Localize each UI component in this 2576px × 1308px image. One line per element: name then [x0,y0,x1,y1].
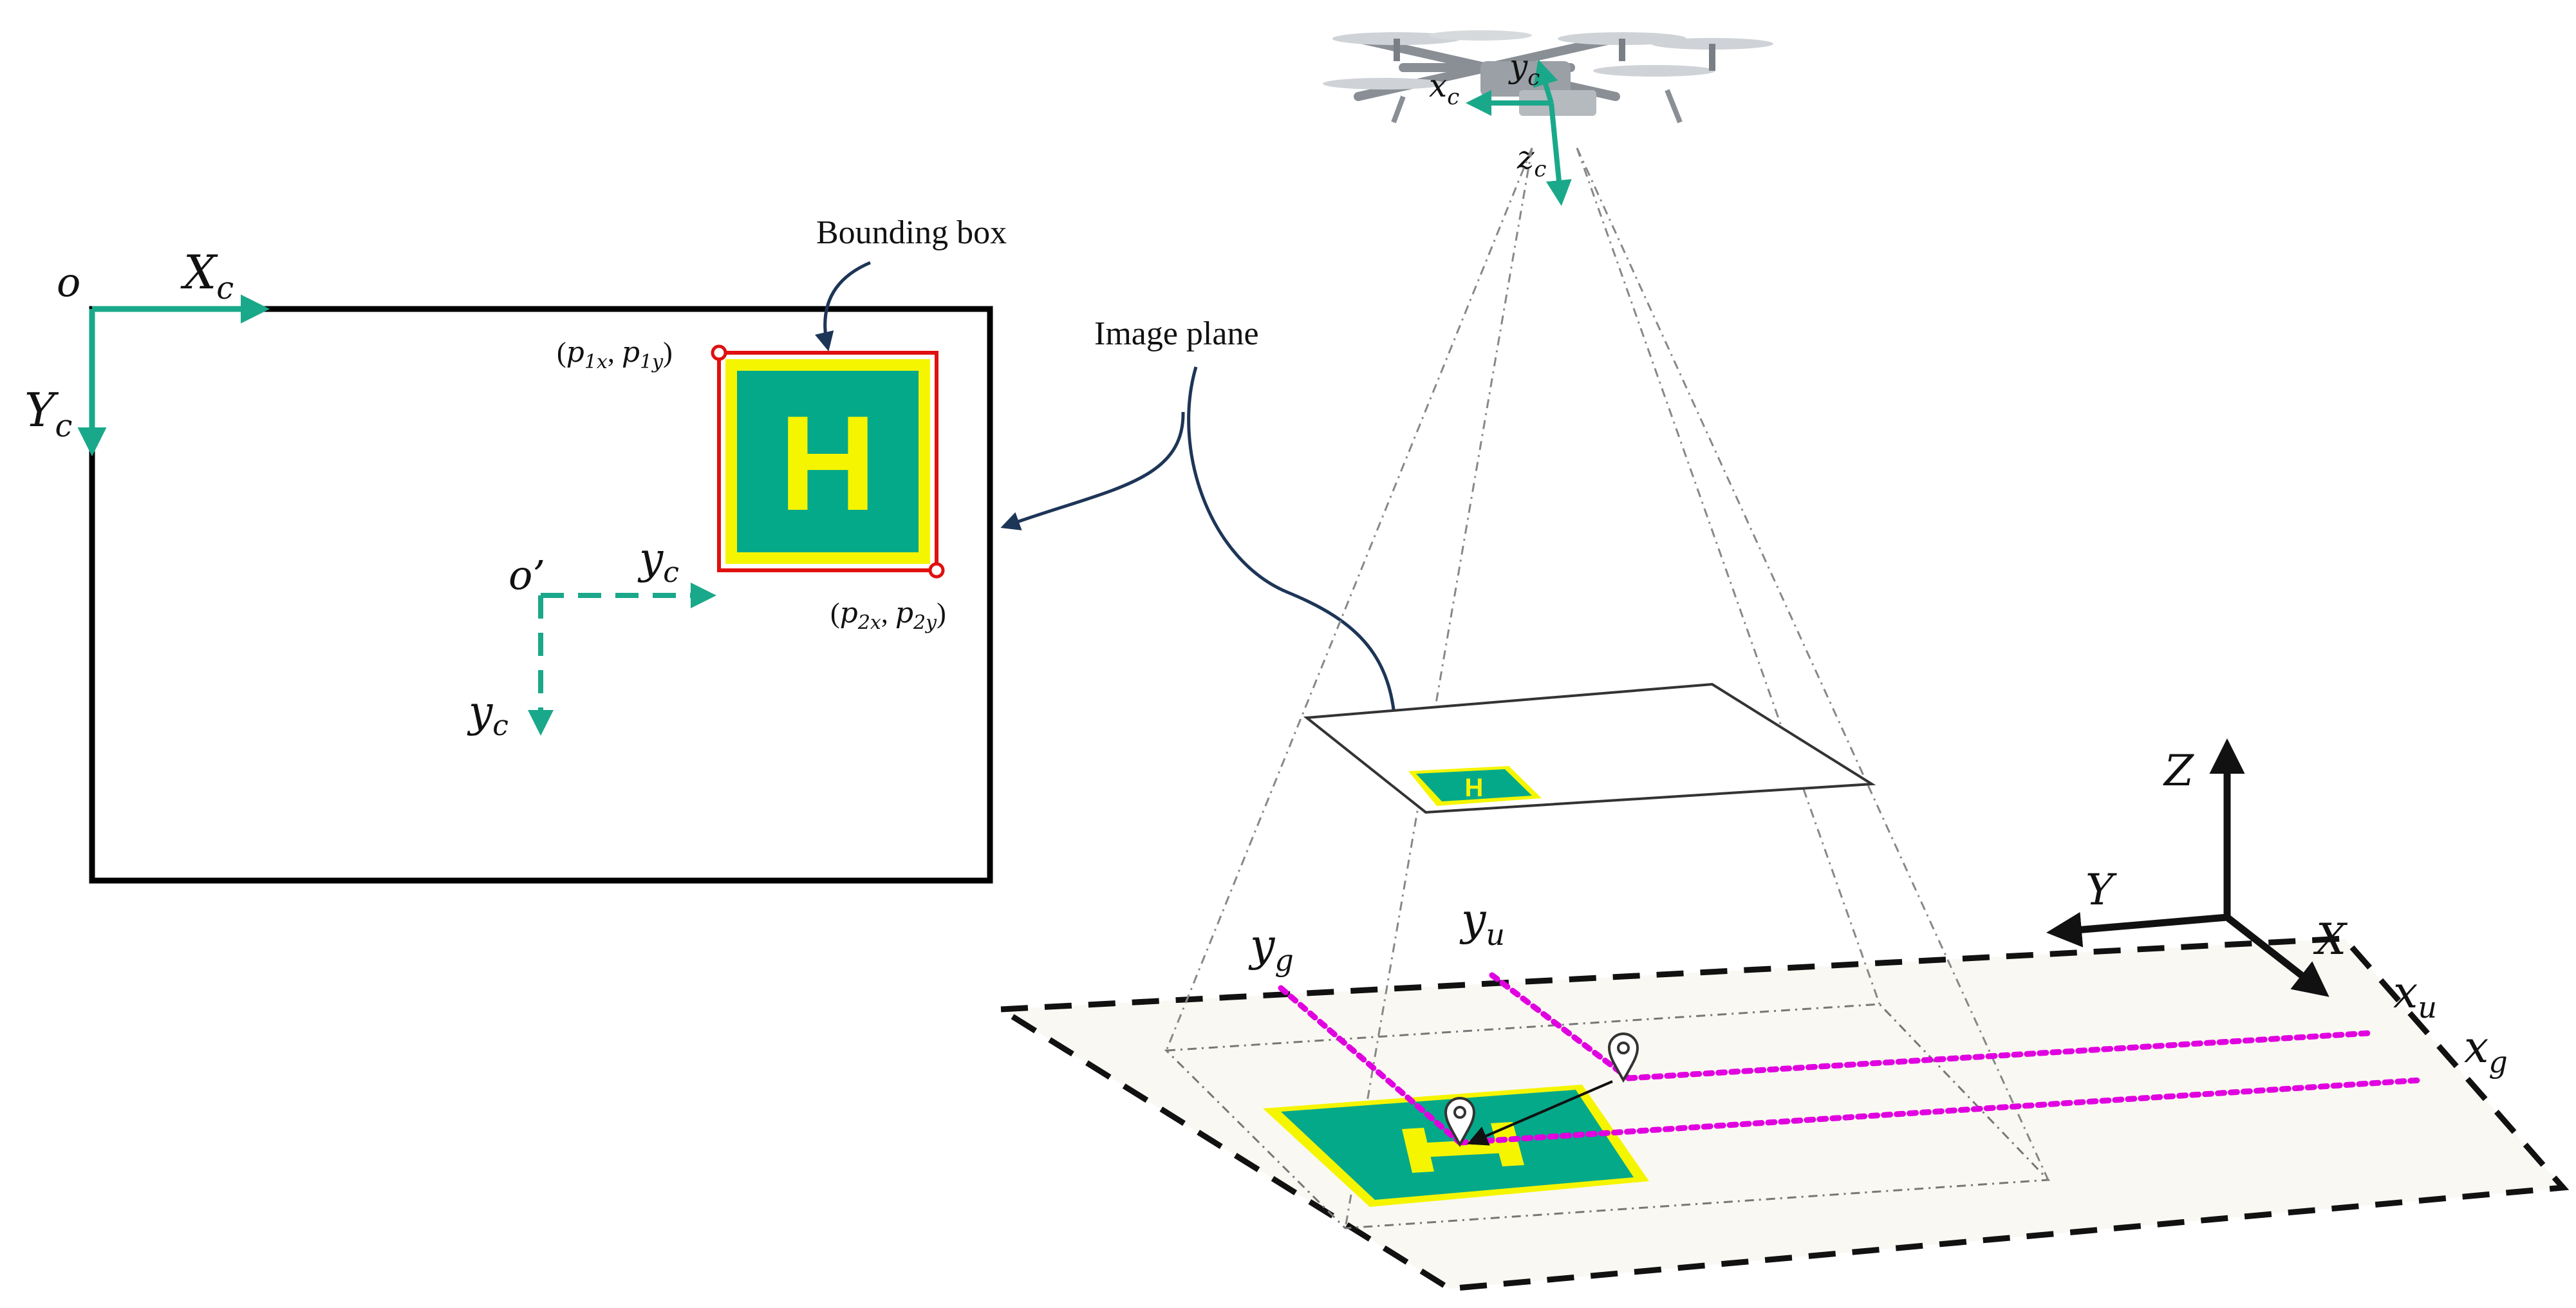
yg-label: yg [1248,920,1294,978]
Xc-label: Xc [180,245,234,306]
xg-label: xg [2464,1022,2508,1079]
world-X-arrow [2225,914,2329,997]
drone-icon [1323,30,1773,124]
image-frame-panel: o Xc Yc o’ yc yc H (p1x, p1y) (p2x, p2y)… [24,214,1007,884]
yu-label: yu [1459,895,1505,952]
corner-1-label: (p1x, p1y) [557,336,673,373]
image-plane-label: Image plane [1094,315,1259,352]
ground-plane [991,935,2570,1292]
xu-label: xu [2393,967,2437,1025]
origin-o-label: o [57,259,80,306]
camera-xc-label: xc [1429,67,1459,110]
helipad-letter: H [779,388,877,539]
camera-zc-arrow [1545,102,1572,206]
camera-yc-arrow [1533,59,1558,104]
bounding-box-label: Bounding box [816,214,1007,251]
center-yc-vertical-label: yc [467,687,509,742]
helipad-square [737,371,919,552]
image-plane-helipad-letter: H [1465,774,1484,802]
corner-2-label: (p2x, p2y) [830,597,946,634]
bounding-box-pointer [815,261,871,351]
camera-yc-label: yc [1508,48,1540,91]
center-yc-horizontal-label: yc [637,534,679,589]
corner-point-2 [928,562,945,579]
Yc-label: Yc [24,383,72,444]
location-pin-icon [1444,1097,1476,1148]
camera-zc-label: zc [1517,139,1546,182]
image-plane-pointer-right [1187,366,1405,738]
world-frame: Z Y X [2046,738,2348,997]
offset-arrow [1467,1080,1613,1146]
location-pin-icon [1607,1032,1639,1083]
image-plane-helipad [1416,769,1532,801]
camera-frustum [1165,147,2049,1229]
center-o-prime-label: o’ [509,552,545,599]
ground-axes-dotted [1278,972,2423,1146]
corner-point-1 [711,344,727,361]
world-Z-label: Z [2163,746,2194,796]
image-plane-pointer-left [1000,411,1185,530]
world-Y-arrow [2046,911,2228,948]
world-Y-label: Y [2086,865,2117,915]
world-X-label: X [2313,915,2348,964]
